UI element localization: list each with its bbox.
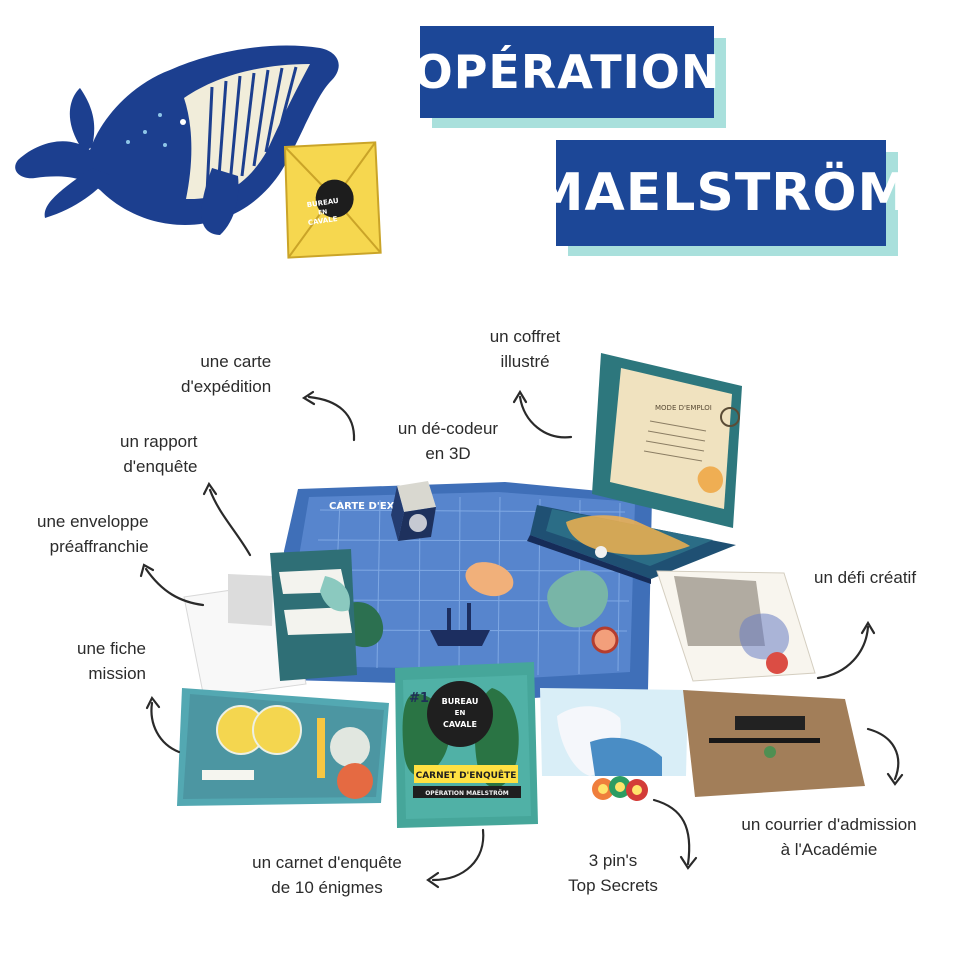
arrow-carnet-head xyxy=(426,871,440,889)
decoder-cube xyxy=(391,481,436,541)
arrow-courrier-head xyxy=(886,772,904,786)
investigation-notebook: #1 BUREAU EN CAVALE CARNET D'ENQUÊTE OPÉ… xyxy=(395,662,538,828)
top-secret-pins xyxy=(592,776,648,801)
label-carte-line1: une carte xyxy=(200,352,272,371)
label-defi: un défi créatif xyxy=(814,566,916,591)
label-carte: une carte d'expédition xyxy=(181,350,271,399)
envelope-text-line1: BUREAU xyxy=(306,197,339,209)
label-carte-line2: d'expédition xyxy=(181,376,272,396)
investigation-report xyxy=(270,549,357,681)
arrow-defi-head xyxy=(860,620,876,635)
label-pins-line1: 3 pin's xyxy=(588,851,638,870)
illustrated-box: MODE D'EMPLOI xyxy=(527,353,742,584)
arrow-fiche xyxy=(150,701,181,754)
label-defi-line1: un défi créatif xyxy=(814,568,917,587)
expedition-map: CARTE D'EXP xyxy=(284,482,652,698)
label-courrier-line2: à l'Académie xyxy=(780,839,878,859)
label-fiche-line2: mission xyxy=(88,663,146,683)
carnet-number: #1 xyxy=(409,691,429,706)
carnet-title: CARNET D'ENQUÊTE xyxy=(416,769,517,781)
arrow-defi xyxy=(816,625,870,680)
arrow-enveloppe xyxy=(144,567,205,607)
label-pins: 3 pin's Top Secrets xyxy=(553,849,673,898)
creative-sheet xyxy=(656,570,816,682)
label-decodeur: un dé-codeur en 3D xyxy=(381,417,515,466)
carnet-bureau-line2: EN xyxy=(455,709,466,717)
arrow-coffret xyxy=(518,395,573,439)
label-courrier-line1: un courrier d'admission xyxy=(741,815,917,834)
label-rapport-line2: d'enquête xyxy=(123,456,198,476)
label-enveloppe-line2: préaffranchie xyxy=(49,536,149,556)
whale-illustration xyxy=(15,45,339,235)
label-coffret: un coffret illustré xyxy=(480,325,570,374)
arrow-enveloppe-head xyxy=(139,563,155,578)
title-line-1: OPÉRATION xyxy=(414,26,719,118)
label-pins-line2: Top Secrets xyxy=(568,875,658,895)
creative-challenge-card xyxy=(540,688,688,776)
arrow-rapport-head xyxy=(202,481,218,496)
box-note-title: MODE D'EMPLOI xyxy=(655,404,712,412)
label-rapport-line1: un rapport xyxy=(120,432,198,451)
arrow-courrier xyxy=(866,727,900,781)
arrow-carnet xyxy=(431,828,485,882)
carnet-subtitle: OPÉRATION MAELSTRÖM xyxy=(425,789,509,797)
label-coffret-line1: un coffret xyxy=(489,327,561,346)
title-block: OPÉRATION MAELSTRÖM xyxy=(414,26,909,256)
carnet-bureau-line3: CAVALE xyxy=(443,720,477,729)
label-decodeur-line2: en 3D xyxy=(425,443,471,463)
carnet-bureau-line1: BUREAU xyxy=(442,697,479,706)
envelope-text-line2: EN xyxy=(318,208,328,216)
label-rapport: un rapport d'enquête xyxy=(120,430,198,479)
label-fiche-line1: une fiche xyxy=(77,639,146,658)
label-enveloppe-line1: une enveloppe xyxy=(37,512,149,531)
label-carnet-line2: de 10 énigmes xyxy=(271,877,383,897)
title-line-2: MAELSTRÖM xyxy=(532,140,909,246)
arrow-carte-head xyxy=(301,390,316,406)
envelope-text-line3: CAVALE xyxy=(307,215,338,227)
prepaid-envelope-sheet xyxy=(183,574,307,699)
envelope-illustration xyxy=(283,141,382,259)
label-carnet: un carnet d'enquête de 10 énigmes xyxy=(227,851,427,900)
label-fiche: une fiche mission xyxy=(77,637,146,686)
label-courrier: un courrier d'admission à l'Académie xyxy=(719,813,939,862)
label-coffret-line2: illustré xyxy=(500,351,550,371)
arrow-rapport xyxy=(208,488,252,557)
label-enveloppe: une enveloppe préaffranchie xyxy=(37,510,149,559)
label-carnet-line1: un carnet d'enquête xyxy=(252,853,402,872)
admission-letter xyxy=(683,690,865,797)
arrow-carte xyxy=(307,395,356,442)
arrow-pins-head xyxy=(679,855,698,870)
arrow-fiche-head xyxy=(145,695,161,710)
label-decodeur-line1: un dé-codeur xyxy=(397,419,499,438)
mission-sheet xyxy=(177,688,389,806)
map-title: CARTE D'EXP xyxy=(329,501,402,512)
arrow-coffret-head xyxy=(512,389,528,404)
